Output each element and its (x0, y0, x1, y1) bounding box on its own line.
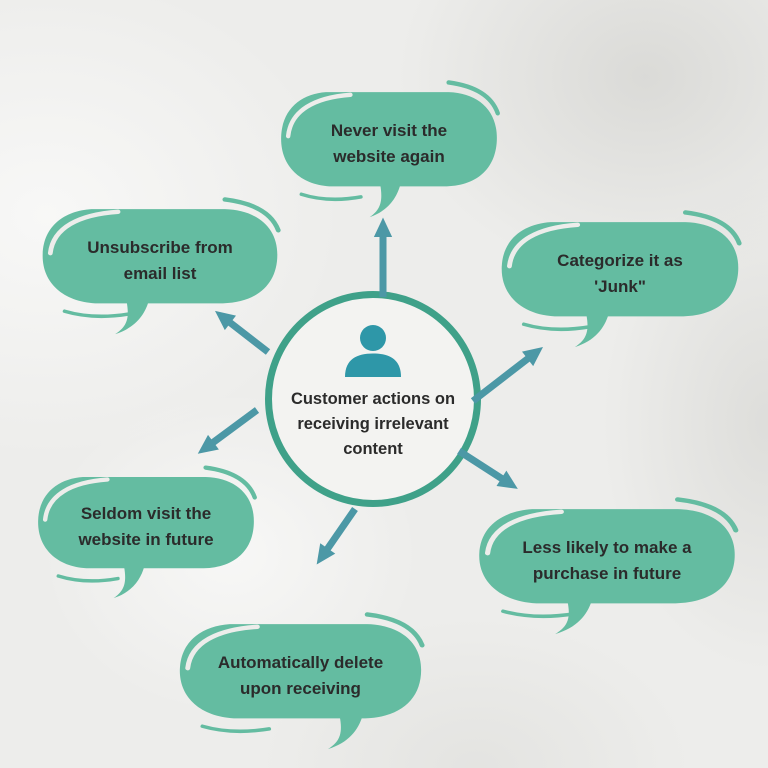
bubble-label: Categorize it as 'Junk" (557, 250, 683, 297)
bubble-label: Less likely to make a purchase in future (522, 537, 692, 584)
speech-bubble-shape (42, 197, 281, 335)
speech-bubble-shape (501, 210, 742, 348)
bubble-auto-delete: Automatically delete upon receiving (173, 612, 428, 750)
bubble-unsubscribe: Unsubscribe from email list (36, 197, 284, 335)
bubble-less-likely-purchase: Less likely to make a purchase in future (472, 497, 742, 635)
speech-bubble-shape (38, 465, 257, 599)
bubble-label: Seldom visit the website in future (78, 503, 214, 550)
center-node-label: Customer actions on receiving irrelevant… (290, 390, 456, 458)
arrow-top-right (470, 346, 544, 404)
bubble-never-visit: Never visit the website again (275, 80, 503, 218)
bubble-label: Never visit the website again (330, 120, 448, 167)
arrow-bottom-right (457, 448, 518, 489)
speech-bubble-shape (281, 80, 500, 218)
arrow-bottom (316, 507, 358, 565)
speech-bubble-shape (179, 612, 425, 750)
person-icon (345, 325, 401, 377)
bubble-label: Unsubscribe from email list (87, 237, 233, 284)
bubble-label: Automatically delete upon receiving (217, 652, 384, 699)
bubble-seldom-visit: Seldom visit the website in future (32, 465, 260, 599)
center-node: Customer actions on receiving irrelevant… (265, 291, 481, 507)
arrow-bottom-left (197, 407, 260, 454)
speech-bubble-shape (479, 497, 739, 635)
bubble-categorize-junk: Categorize it as 'Junk" (495, 210, 745, 348)
arrow-top-left (215, 310, 271, 355)
